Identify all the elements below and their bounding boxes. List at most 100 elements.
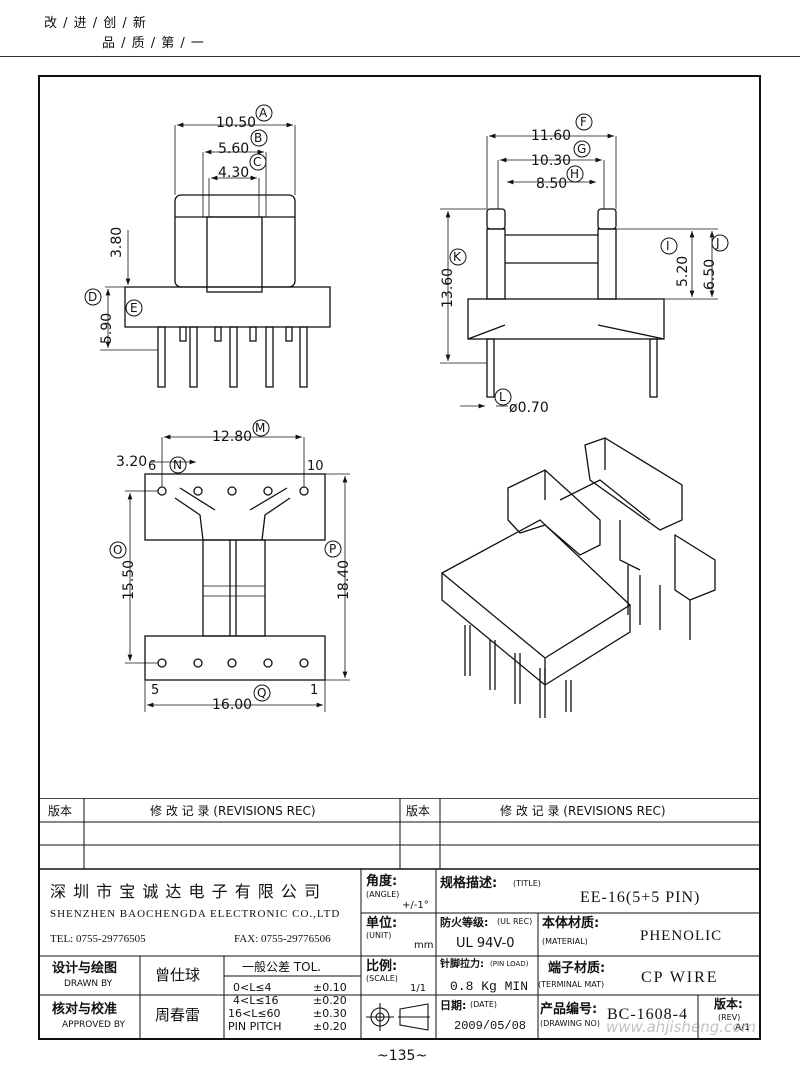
- pin-10-label: 10: [307, 459, 324, 474]
- terminal-label-en: (TERMINAL MAT): [538, 980, 605, 989]
- drawingno-value: BC-1608-4: [607, 1006, 688, 1023]
- fire-label: 防火等级:: [440, 916, 489, 929]
- slogan-line-1: 改 / 进 / 创 / 新: [44, 16, 147, 31]
- dim-n-value: 3.20: [116, 454, 148, 470]
- tol-val-2: ±0.20: [313, 994, 347, 1007]
- dim-label-m: M: [255, 421, 266, 435]
- drawn-label-en: DRAWN BY: [64, 979, 113, 989]
- dim-c-value: 4.30: [218, 165, 250, 181]
- dim-label-h: H: [570, 167, 580, 181]
- dim-g-value: 10.30: [531, 153, 572, 169]
- date-value: 2009/05/08: [454, 1019, 527, 1033]
- dim-e-value: 5.90: [99, 312, 115, 344]
- dim-label-q: Q: [257, 686, 267, 700]
- date-label: 日期:: [440, 999, 467, 1012]
- dim-i-value: 5.20: [675, 255, 691, 287]
- pinload-label: 针脚拉力:: [440, 959, 484, 970]
- dim-label-d: D: [88, 290, 98, 304]
- tol-range-3: 16<L≤60: [228, 1007, 281, 1020]
- fire-label-en: (UL REC): [497, 917, 533, 926]
- angle-value: +/-1°: [402, 900, 429, 911]
- approved-value: 周春雷: [155, 1006, 201, 1024]
- company-fax: FAX: 0755-29776506: [234, 933, 331, 945]
- bottom-view: [125, 434, 350, 712]
- dim-a-value: 10.50: [216, 115, 257, 131]
- company-name-cn: 深 圳 市 宝 诚 达 电 子 有 限 公 司: [50, 882, 321, 901]
- drawingno-label: 产品编号:: [540, 1002, 598, 1017]
- drawingno-label-en: (DRAWING NO): [540, 1019, 600, 1028]
- dim-j-value: 6.50: [702, 258, 718, 290]
- angle-label: 角度:: [366, 874, 398, 889]
- drawn-label: 设计与绘图: [52, 961, 118, 976]
- dim-d-value: 3.80: [109, 226, 125, 258]
- dim-label-g: G: [577, 142, 587, 156]
- pinload-label-en: (PIN LOAD): [490, 960, 529, 968]
- scale-label-en: (SCALE): [366, 974, 398, 983]
- dim-k-value: 13.60: [440, 267, 456, 308]
- terminal-label: 端子材质:: [548, 961, 606, 976]
- title-value: EE-16(5+5 PIN): [580, 889, 701, 906]
- dim-m-value: 12.80: [212, 429, 253, 445]
- unit-label: 单位:: [366, 916, 398, 931]
- dim-l-value: ø0.70: [509, 400, 549, 416]
- isometric-view: [440, 437, 716, 718]
- approved-label-en: APPROVED BY: [62, 1020, 126, 1030]
- company-tel: TEL: 0755-29776505: [50, 933, 146, 945]
- dim-q-value: 16.00: [212, 697, 253, 713]
- pin-5-label: 5: [151, 683, 160, 698]
- material-value: PHENOLIC: [640, 928, 723, 944]
- dim-label-i: I: [666, 239, 670, 253]
- material-label: 本体材质:: [542, 916, 600, 931]
- dim-h-value: 8.50: [536, 176, 568, 192]
- dim-o-value: 15.50: [121, 559, 137, 600]
- drawn-value: 曾仕球: [155, 966, 201, 984]
- dim-f-value: 11.60: [531, 128, 572, 144]
- title-label-en: (TITLE): [513, 879, 541, 888]
- tol-val-4: ±0.20: [313, 1020, 347, 1033]
- rev-value: A/1: [735, 1023, 750, 1033]
- tol-range-1: 0<L≤4: [233, 981, 272, 994]
- title-label: 规格描述:: [440, 876, 498, 891]
- dim-label-f: F: [580, 115, 587, 129]
- pinload-value: 0.8 Kg MIN: [450, 979, 529, 994]
- unit-label-en: (UNIT): [366, 931, 392, 940]
- fire-value: UL 94V-0: [456, 936, 515, 951]
- dim-label-a: A: [259, 106, 268, 120]
- page-number: ~135~: [377, 1048, 428, 1064]
- unit-value: mm: [414, 940, 434, 951]
- material-label-en: (MATERIAL): [542, 937, 588, 946]
- angle-label-en: (ANGLE): [366, 890, 400, 899]
- rev-label-en: (REV): [718, 1013, 741, 1022]
- scale-label: 比例:: [366, 959, 398, 974]
- dim-label-o: O: [113, 543, 123, 557]
- rev-label: 版本:: [714, 997, 743, 1011]
- slogan-line-2: 品 / 质 / 第 / 一: [102, 36, 205, 51]
- dim-p-value: 18.40: [336, 559, 352, 600]
- pin-6-label: 6: [148, 459, 157, 474]
- dim-b-value: 5.60: [218, 141, 250, 157]
- dim-label-l: L: [499, 390, 506, 404]
- rev-header-record-1: 修 改 记 录 (REVISIONS REC): [150, 804, 316, 818]
- projection-symbol: [366, 1003, 430, 1031]
- drawing-frame: [38, 75, 761, 1040]
- label-circles: [84, 104, 729, 702]
- tol-range-2: 4<L≤16: [233, 994, 279, 1007]
- tol-val-3: ±0.30: [313, 1007, 347, 1020]
- dim-label-e: E: [130, 301, 138, 315]
- rev-header-version-1: 版本: [48, 804, 73, 818]
- rev-header-record-2: 修 改 记 录 (REVISIONS REC): [500, 804, 666, 818]
- dim-label-c: C: [253, 155, 262, 169]
- title-block-grid: [38, 798, 761, 1040]
- front-view: [100, 122, 331, 388]
- header-rule: [0, 56, 800, 57]
- date-label-en: (DATE): [470, 1000, 498, 1009]
- terminal-value: CP WIRE: [641, 969, 719, 986]
- tol-val-1: ±0.10: [313, 981, 347, 994]
- pin-1-label: 1: [310, 683, 319, 698]
- rev-header-version-2: 版本: [406, 804, 431, 818]
- tol-range-4: PIN PITCH: [228, 1020, 282, 1033]
- watermark: www.ahjisheng.com: [606, 1018, 757, 1036]
- dim-label-j: J: [716, 236, 720, 250]
- drawing-svg: [84, 104, 729, 718]
- dim-label-n: N: [173, 458, 182, 472]
